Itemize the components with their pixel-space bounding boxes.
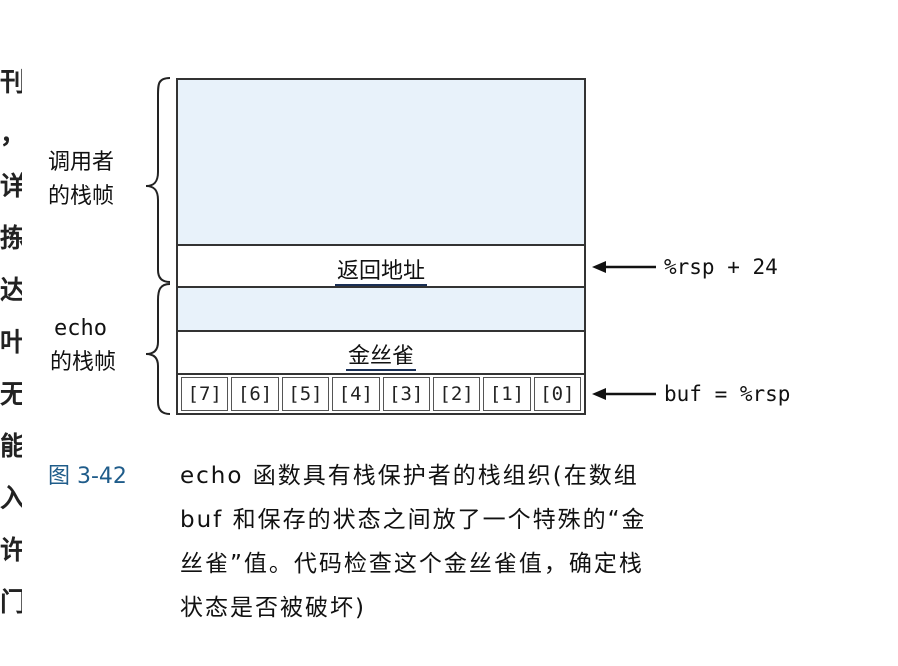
echo-frame-label-line2: 的栈帧 [50,350,117,375]
canary-slot: 金丝雀 [178,332,584,373]
canary-label: 金丝雀 [345,344,416,371]
buffer-cell: [5] [281,377,330,411]
saved-state-region [178,288,584,330]
echo-frame-label: echo 的栈帧 [50,312,116,380]
buffer-cell: [0] [533,377,581,411]
echo-frame-label-line1: echo [54,316,107,341]
caller-frame-label: 调用者 的栈帧 [48,146,114,214]
buffer-cell: [6] [231,377,279,411]
buffer-cell: [3] [382,377,430,411]
figure-caption: echo 函数具有栈保护者的栈组织(在数组 buf 和保存的状态之间放了一个特殊… [180,454,840,630]
figure-label: 图 3-42 [48,464,127,489]
buffer-cell: [2] [432,377,481,411]
left-margin-glyph: 叶 [0,328,22,358]
divider [178,373,584,375]
return-address-slot: 返回地址 [178,246,584,286]
caption-line: buf 和保存的状态之间放了一个特殊的“金 [180,507,647,533]
return-address-arrowhead [592,261,606,273]
divider [178,330,584,332]
left-margin-glyph: 达 [0,276,22,306]
caller-frame-brace [145,77,171,283]
left-margin-glyph: 能 [0,432,22,462]
left-margin-glyph: 无 [0,380,22,410]
buffer-pointer-label: buf = %rsp [664,382,791,406]
caption-line: 状态是否被破坏) [180,595,366,621]
divider [178,286,584,288]
return-address-label: 返回地址 [334,259,427,286]
caller-frame-region [178,80,584,244]
left-margin-glyph: 许 [0,536,22,566]
left-margin-glyph: 刊 [0,68,22,98]
buffer-cell: [4] [332,377,380,411]
divider [178,244,584,246]
frame-braces [145,77,171,415]
buffer-cell: [1] [483,377,531,411]
buffer-arrowhead [592,388,606,400]
left-margin-glyph: ， [0,114,22,151]
caller-frame-label-line1: 调用者 [48,150,115,175]
buffer-cells: [7][6][5][4][3][2][1][0] [178,375,584,413]
return-address-pointer-label: %rsp + 24 [664,255,778,279]
left-margin-glyph: 拣 [0,224,22,254]
caption-line: echo 函数具有栈保护者的栈组织(在数组 [180,463,639,489]
echo-frame-brace [145,283,171,415]
buffer-cell: [7] [181,377,229,411]
left-margin-glyph: 门 [0,588,22,618]
pointer-arrows [592,261,656,400]
stack-diagram: 返回地址 金丝雀 [7][6][5][4][3][2][1][0] [176,78,586,415]
left-margin-glyph: 详 [0,172,22,202]
caption-line: 丝雀”值。代码检查这个金丝雀值，确定栈 [180,551,644,577]
caller-frame-label-line2: 的栈帧 [48,184,115,209]
left-margin-glyph: 入 [0,484,22,514]
